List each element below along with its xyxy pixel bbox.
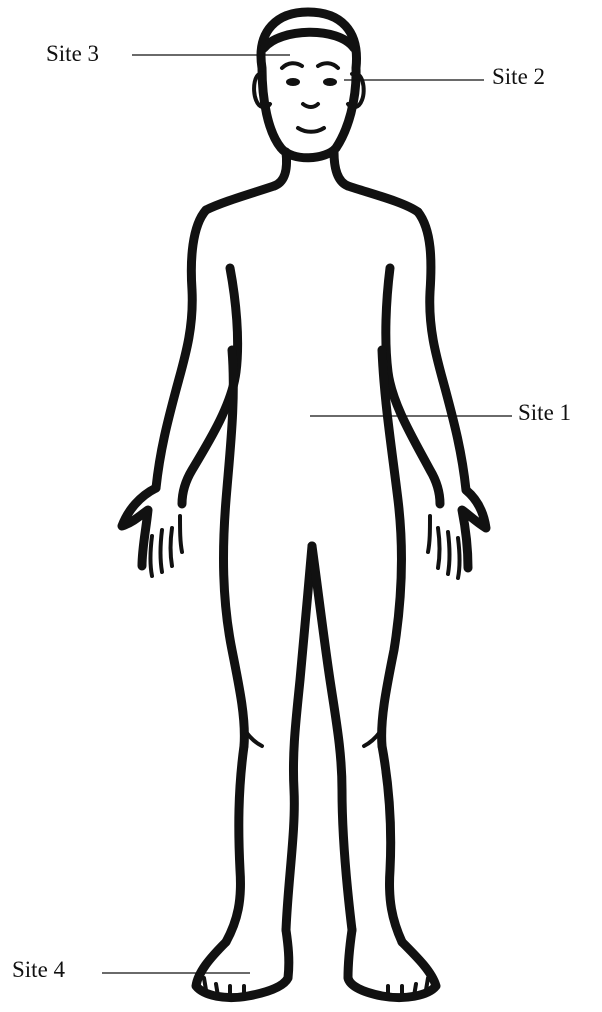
right-shoulder — [348, 186, 418, 212]
right-fingers — [428, 516, 460, 578]
inner-right-leg — [312, 546, 352, 930]
left-fingers — [151, 516, 183, 576]
mouth — [298, 128, 324, 132]
site-1-label: Site 1 — [518, 400, 571, 425]
left-eye — [286, 78, 300, 86]
left-eyebrow — [282, 63, 302, 68]
outer-right-leg — [382, 746, 402, 942]
site-2-label: Site 2 — [492, 64, 545, 89]
hair-line — [264, 32, 354, 48]
right-eyebrow — [318, 63, 338, 68]
left-arm-outer — [156, 210, 206, 488]
neck-right — [334, 152, 348, 186]
right-foot — [348, 930, 436, 998]
nose — [303, 104, 318, 107]
neck-left — [274, 152, 287, 186]
inner-left-leg — [286, 546, 312, 930]
right-arm-outer — [418, 212, 466, 490]
outer-left-leg — [226, 746, 244, 942]
right-hand — [462, 490, 486, 568]
human-figure — [122, 12, 486, 998]
site-4-label: Site 4 — [12, 957, 66, 982]
site-3-label: Site 3 — [46, 41, 99, 66]
left-shoulder — [206, 186, 274, 210]
right-eye — [323, 78, 337, 86]
